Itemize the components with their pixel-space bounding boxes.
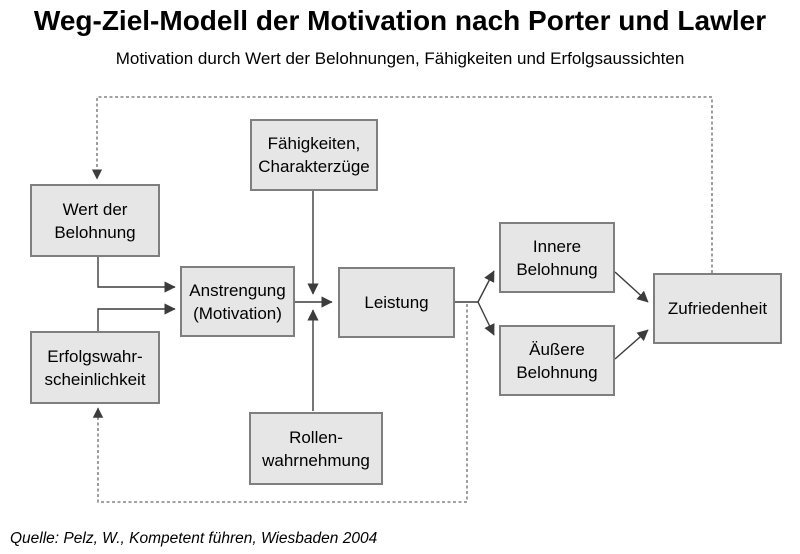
edge-leistung-to-innere xyxy=(477,270,495,303)
node-label: Zufriedenheit xyxy=(667,299,768,318)
edge-leistung-to-aeussere xyxy=(477,301,495,336)
node-label: Rollen- wahrnehmung xyxy=(262,427,370,470)
node-innere-belohnung: Innere Belohnung xyxy=(499,222,615,293)
node-zufriedenheit: Zufriedenheit xyxy=(653,273,782,344)
node-anstrengung-motivation: Anstrengung (Motivation) xyxy=(180,266,295,337)
edge-wert-to-anstrengung xyxy=(97,257,176,293)
node-label: Erfolgswahr- scheinlichkeit xyxy=(44,346,146,389)
diagram-title: Weg-Ziel-Modell der Motivation nach Port… xyxy=(33,5,767,36)
edge-innere-to-zufriedenheit xyxy=(614,271,649,303)
node-label: Fähigkeiten, Charakterzüge xyxy=(258,134,370,176)
node-rollenwahrnehmung: Rollen- wahrnehmung xyxy=(249,412,383,485)
edge-erfolg-to-anstrengung xyxy=(97,303,176,331)
node-label: Äußere Belohnung xyxy=(516,339,598,382)
node-wert-der-belohnung: Wert der Belohnung xyxy=(30,184,160,257)
node-faehigkeiten-charakterzuege: Fähigkeiten, Charakterzüge xyxy=(250,119,378,191)
node-label: Leistung xyxy=(364,293,429,312)
diagram-subtitle: Motivation durch Wert der Belohnungen, F… xyxy=(115,49,685,68)
edge-zufriedenheit-feedback-to-wert xyxy=(91,96,713,273)
node-erfolgswahrscheinlichkeit: Erfolgswahr- scheinlichkeit xyxy=(30,331,160,404)
edge-leistung-feedback-to-erfolg xyxy=(92,304,468,503)
edge-aeussere-to-zufriedenheit xyxy=(614,329,649,360)
node-aeussere-belohnung: Äußere Belohnung xyxy=(499,325,615,396)
node-leistung: Leistung xyxy=(338,267,455,338)
node-label: Innere Belohnung xyxy=(516,236,598,279)
node-label: Anstrengung (Motivation) xyxy=(189,280,286,323)
source-citation: Quelle: Pelz, W., Kompetent führen, Wies… xyxy=(10,530,378,547)
node-label: Wert der Belohnung xyxy=(54,199,136,242)
